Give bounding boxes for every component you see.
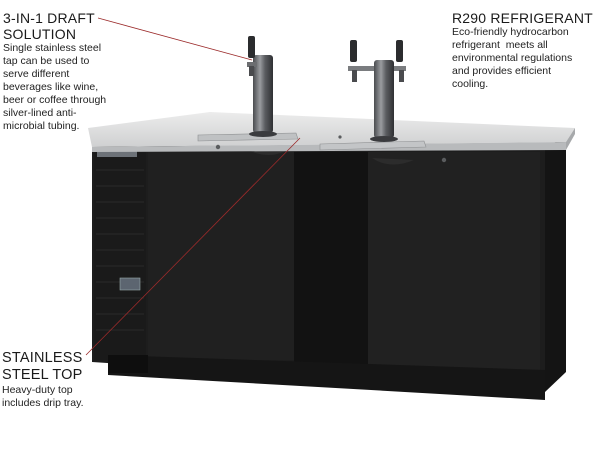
desc-line: and provides efficient bbox=[452, 65, 552, 77]
stainless-steel-top bbox=[88, 112, 575, 163]
desc-line: environmental regulations bbox=[452, 52, 573, 64]
callout-title: R290 REFRIGERANT bbox=[452, 10, 593, 26]
desc-line: tap can be used to bbox=[3, 55, 90, 67]
callout-draft-solution: 3-IN-1 DRAFT SOLUTION Single stainless s… bbox=[3, 10, 133, 133]
callout-leader-lines bbox=[85, 17, 301, 356]
desc-line: Eco-friendly hydrocarbon bbox=[452, 26, 569, 38]
double-tap-tower bbox=[348, 40, 406, 142]
brand-badge bbox=[97, 150, 137, 157]
desc-line: beverages like wine, bbox=[3, 81, 99, 93]
desc-line: Heavy-duty top bbox=[2, 384, 73, 396]
callout-refrigerant: R290 REFRIGERANT Eco-friendly hydrocarbo… bbox=[452, 10, 600, 91]
desc-line: microbial tubing. bbox=[3, 120, 80, 132]
callout-description: Single stainless steel tap can be used t… bbox=[3, 42, 133, 133]
temperature-display bbox=[119, 277, 141, 291]
desc-line: Single stainless steel bbox=[3, 42, 102, 54]
callout-description: Heavy-duty top includes drip tray. bbox=[2, 384, 122, 410]
callout-title: 3-IN-1 DRAFT bbox=[3, 10, 95, 26]
callout-stainless-top: STAINLESS STEEL TOP Heavy-duty top inclu… bbox=[2, 350, 122, 410]
desc-line: silver-lined anti- bbox=[3, 107, 77, 119]
desc-line: serve different bbox=[3, 68, 70, 80]
callout-title: SOLUTION bbox=[3, 26, 77, 42]
callout-title: STAINLESS bbox=[2, 350, 83, 366]
callout-title: STEEL TOP bbox=[2, 367, 83, 383]
desc-line: cooling. bbox=[452, 78, 489, 90]
cabinet bbox=[92, 136, 566, 400]
single-tap-tower bbox=[247, 36, 277, 137]
callout-description: Eco-friendly hydrocarbon refrigerant mee… bbox=[452, 26, 600, 91]
desc-line: includes drip tray. bbox=[2, 397, 84, 409]
desc-line: refrigerant meets all bbox=[452, 39, 548, 51]
desc-line: beer or coffee through bbox=[3, 94, 107, 106]
